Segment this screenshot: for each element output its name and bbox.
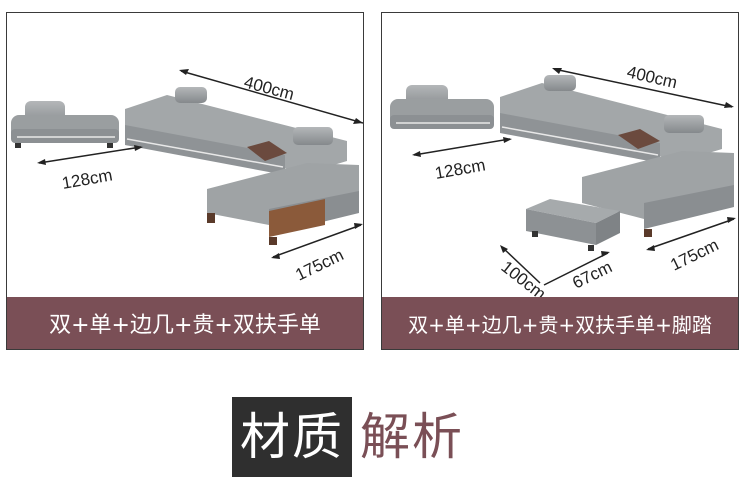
section-title: 材质 解析 [232, 397, 472, 477]
dimension-175 [646, 217, 736, 251]
dimension-128 [412, 137, 512, 157]
dim-ottoman-width-label: 67cm [569, 257, 615, 292]
sectional-sofa [500, 75, 734, 237]
dim-total-length-label: 400cm [242, 73, 296, 105]
section-title-dark: 材质 [232, 397, 352, 477]
dimension-400 [179, 69, 363, 124]
ottoman [526, 199, 620, 251]
right-panel-caption: 双+单+边几+贵+双扶手单+脚踏 [382, 297, 738, 349]
single-chair [11, 101, 119, 148]
dim-total-length-label: 400cm [625, 62, 679, 92]
dimension-100 [500, 245, 541, 284]
left-panel: 400cm 128cm 175cm 双+单+边几+贵+双扶手单 [6, 12, 364, 350]
dim-ottoman-length-label: 100cm [498, 257, 550, 299]
sofa-set-illustration-left: 400cm 128cm 175cm [11, 69, 363, 285]
dimension-175 [271, 223, 363, 259]
section-title-accent: 解析 [360, 408, 464, 466]
single-chair [390, 85, 494, 129]
dimension-128 [37, 145, 143, 165]
dimension-67 [543, 251, 610, 286]
sectional-sofa [125, 87, 359, 245]
dim-chaise-length-label: 175cm [292, 245, 346, 284]
right-panel: 400cm 128cm 175cm 100cm 67cm 双+单+边几+贵+双扶… [381, 12, 739, 350]
dim-single-width-label: 128cm [60, 165, 114, 193]
sofa-set-illustration-right: 400cm 128cm 175cm 100cm 67cm [390, 62, 736, 299]
dim-chaise-length-label: 175cm [667, 235, 721, 274]
dim-single-width-label: 128cm [433, 155, 487, 183]
dimension-400 [552, 68, 734, 108]
left-panel-caption: 双+单+边几+贵+双扶手单 [7, 297, 363, 349]
